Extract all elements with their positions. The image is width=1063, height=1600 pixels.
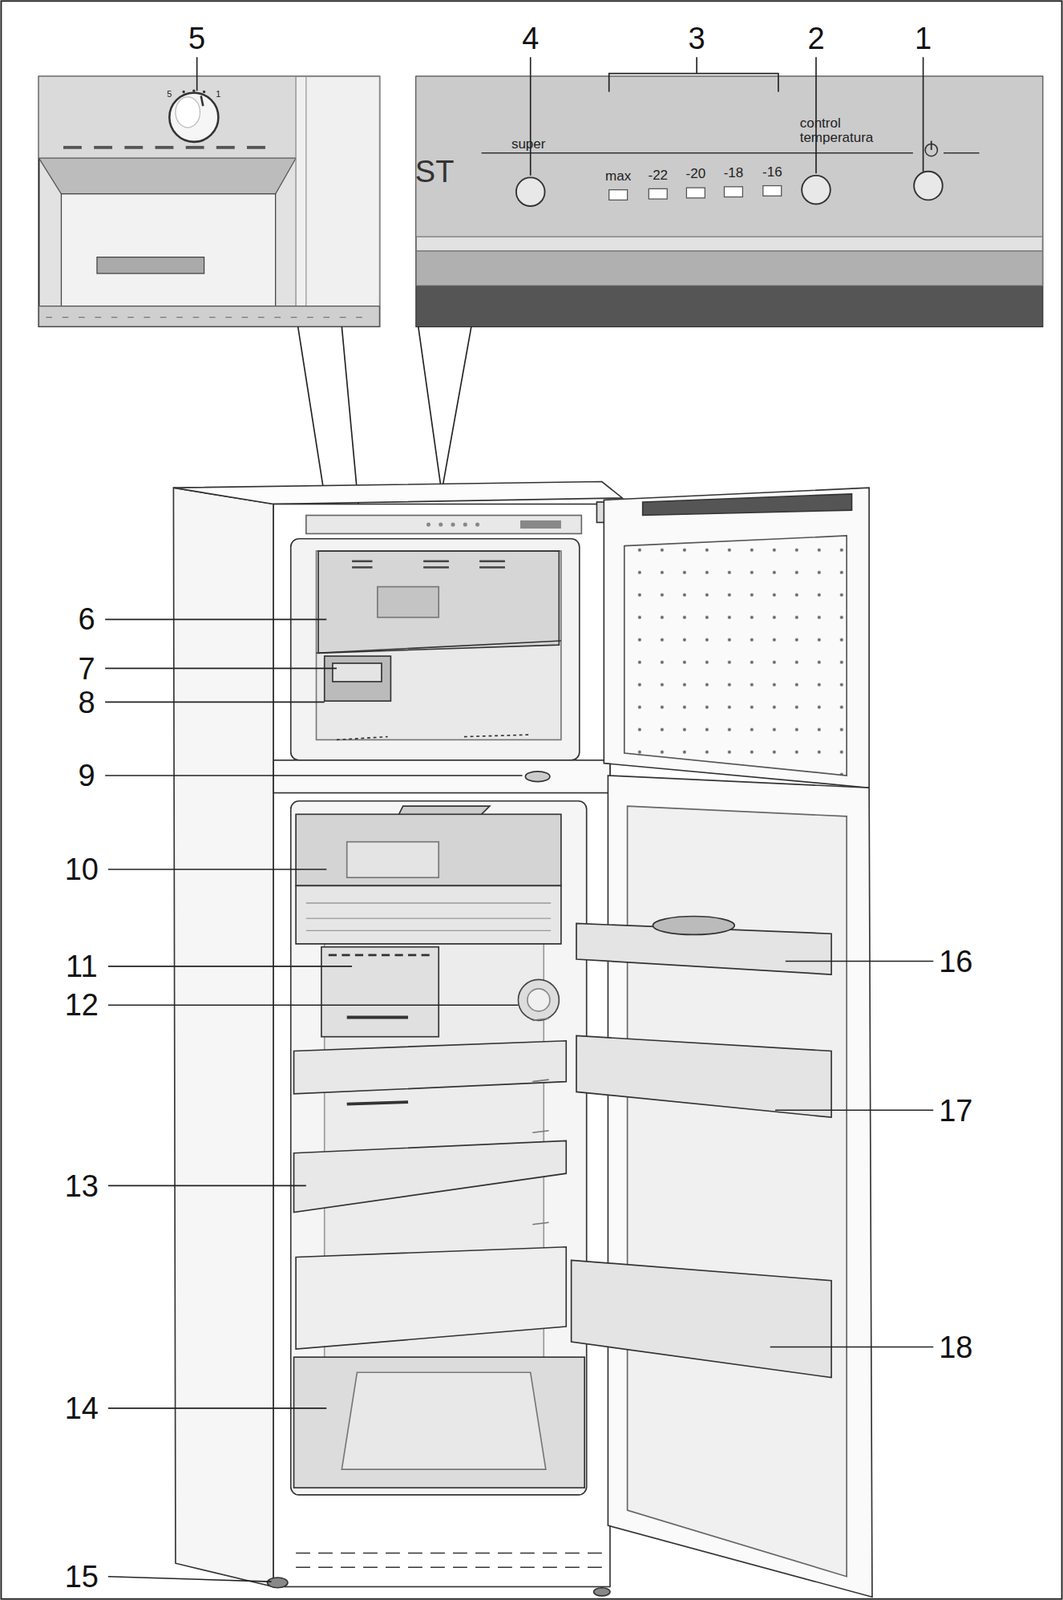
dial-inset [38, 76, 380, 327]
callout-number: 1 [914, 23, 932, 54]
leader-lines [105, 618, 934, 1581]
callout-number: 5 [188, 23, 206, 54]
indicator-label: max [605, 168, 631, 182]
callout-number: 10 [64, 853, 99, 885]
dial-mark: 5 [166, 89, 172, 99]
callout-number: 11 [65, 950, 98, 982]
indicator-label: -16 [762, 164, 783, 178]
control-panel-inset [416, 76, 1043, 327]
button-label: super [511, 137, 546, 151]
callout-number: 2 [807, 23, 825, 54]
button-label: control temperatura [800, 116, 890, 146]
callout-number: 17 [938, 1095, 973, 1126]
indicator-label: -22 [647, 167, 668, 182]
callout-number: 9 [78, 759, 96, 791]
callout-number: 6 [78, 603, 96, 635]
indicator-label: -20 [686, 166, 707, 181]
callout-number: 4 [521, 23, 539, 54]
fridge-cabinet [173, 481, 873, 1597]
callout-number: 16 [938, 945, 973, 977]
callout-number: 18 [938, 1331, 973, 1363]
callout-number: 3 [688, 23, 706, 54]
callout-number: 8 [78, 687, 96, 718]
callout-number: 13 [64, 1170, 99, 1201]
callout-number: 12 [64, 989, 99, 1020]
dial-mark: 1 [215, 89, 221, 99]
callout-number: 14 [64, 1392, 99, 1423]
callout-number: 7 [78, 653, 96, 684]
callout-number: 15 [64, 1560, 99, 1592]
brand-mark: ST [415, 156, 455, 187]
indicator-label: -18 [723, 165, 744, 180]
